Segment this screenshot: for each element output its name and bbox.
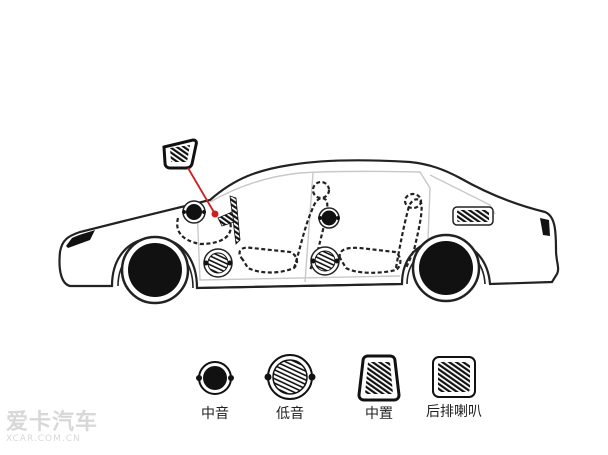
steering-wheel [217, 195, 241, 245]
rear-deck-speaker [452, 206, 494, 226]
legend-label-woofer: 低音 [276, 406, 304, 422]
rear-wheel [411, 233, 481, 303]
watermark: 爱卡汽车 XCAR.COM.CN [6, 410, 99, 445]
front-wheel [120, 235, 190, 305]
rear-midrange-speaker [318, 207, 340, 229]
watermark-cn: 爱卡汽车 [6, 410, 99, 435]
front-woofer-speaker [203, 248, 233, 278]
center-speaker-icon [357, 354, 401, 402]
legend-label-center: 中置 [365, 406, 393, 422]
watermark-en: XCAR.COM.CN [6, 434, 81, 444]
midrange-speaker-icon [196, 361, 234, 395]
legend-label-midrange: 中音 [201, 406, 229, 422]
rear-speaker-icon [432, 356, 476, 398]
woofer-speaker-icon [264, 354, 316, 400]
rear-woofer-speaker [310, 246, 340, 276]
front-midrange-speaker [182, 200, 206, 224]
legend-label-rear: 后排喇叭 [426, 404, 482, 420]
center-speaker-callout [162, 138, 219, 218]
